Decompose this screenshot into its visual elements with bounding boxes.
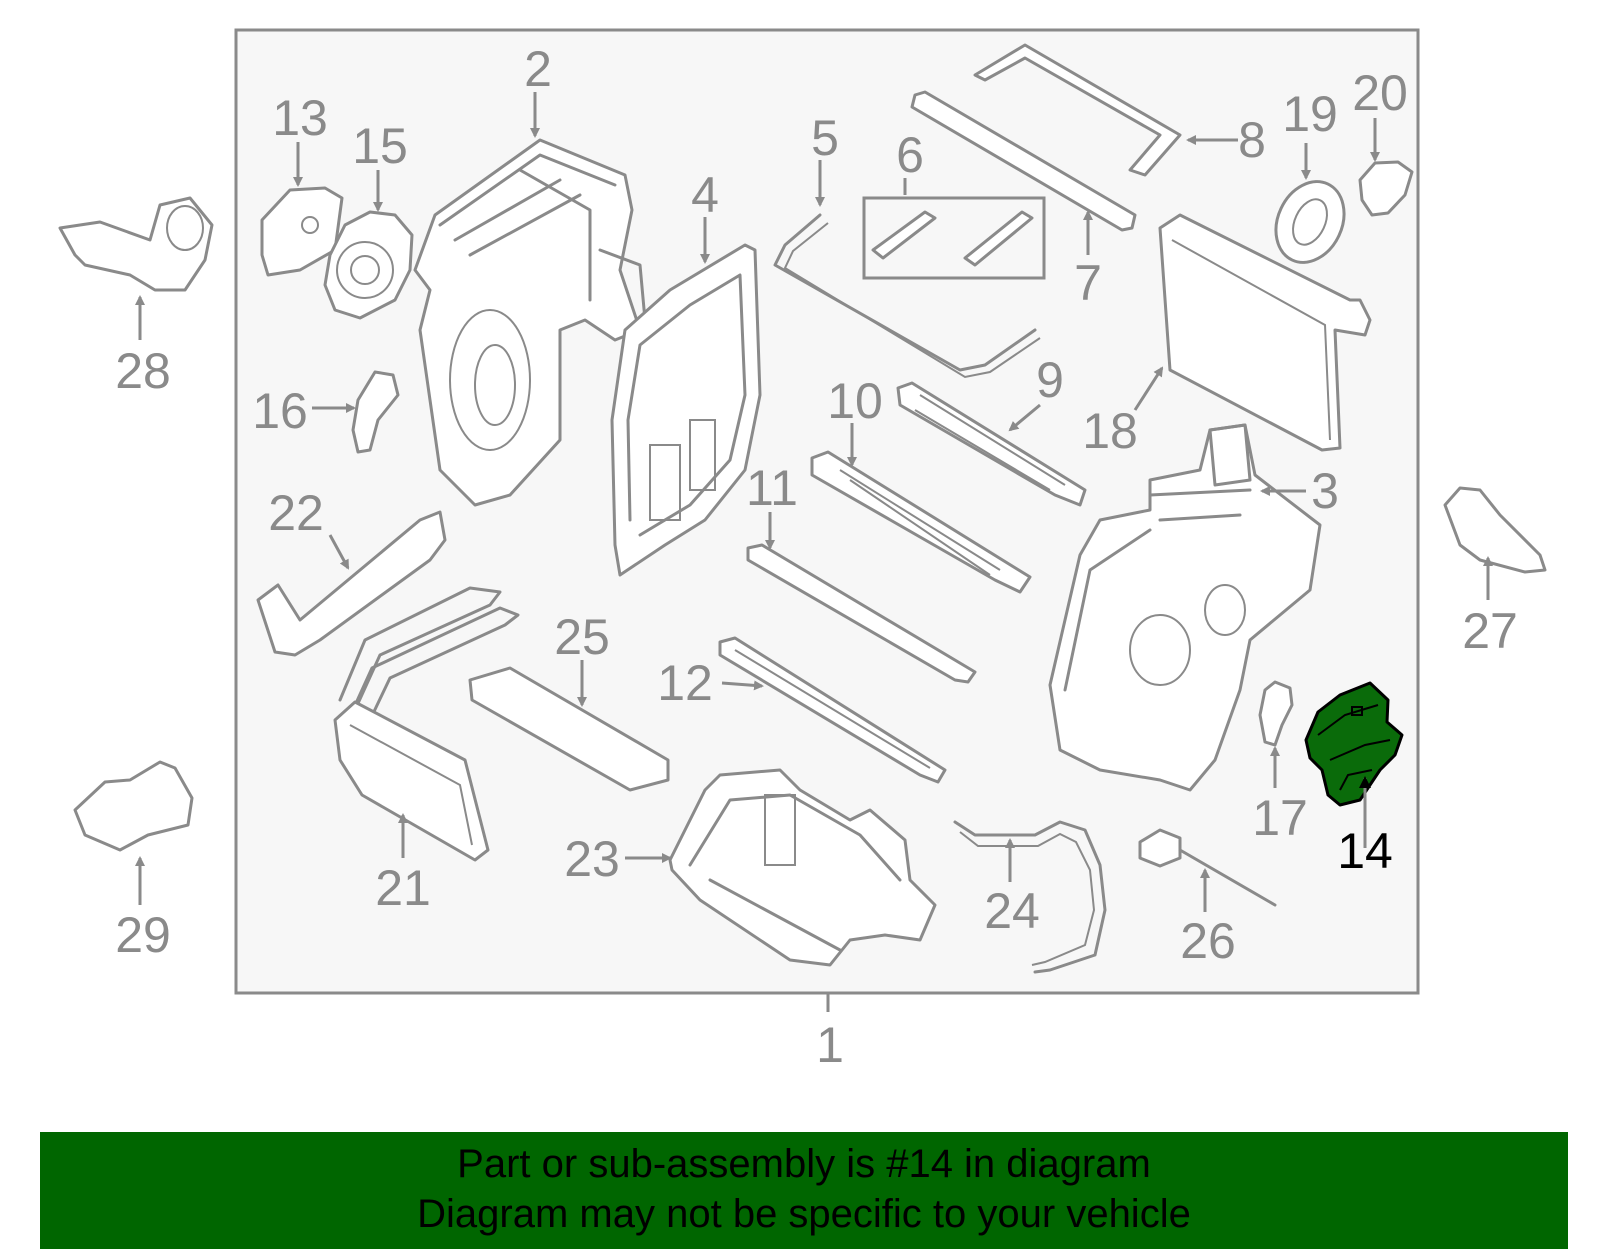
part-3-main-case[interactable]: [1048, 423, 1322, 792]
part-26-sensor[interactable]: [1138, 828, 1277, 907]
callout-19: 19: [1282, 86, 1338, 142]
part-17-gear[interactable]: [1258, 680, 1294, 747]
part-22-duct[interactable]: [256, 510, 447, 657]
callout-29: 29: [115, 907, 171, 963]
callout-7: 7: [1074, 255, 1102, 311]
callout-12: 12: [657, 655, 713, 711]
part-23-lower-case[interactable]: [668, 768, 937, 967]
part-2-blower-housing[interactable]: [413, 138, 647, 507]
callout-18: 18: [1082, 403, 1138, 459]
callout-6: 6: [896, 127, 924, 183]
callout-21: 21: [375, 860, 431, 916]
part-20-grommet[interactable]: [1358, 160, 1414, 217]
callout-10: 10: [827, 373, 883, 429]
callout-2: 2: [524, 41, 552, 97]
callout-22: 22: [268, 485, 324, 541]
part-24-drain-hose[interactable]: [953, 820, 1107, 974]
part-9-door[interactable]: [896, 381, 1087, 507]
part-11-strip[interactable]: [746, 543, 977, 684]
part-6-pads[interactable]: [862, 196, 1046, 280]
callout-3: 3: [1311, 463, 1339, 519]
part-29-duct[interactable]: [73, 760, 194, 852]
callout-11: 11: [746, 460, 798, 516]
callout-24: 24: [984, 883, 1040, 939]
banner-line-disclaimer: Diagram may not be specific to your vehi…: [417, 1192, 1191, 1236]
callout-26: 26: [1180, 913, 1236, 969]
part-21-heater-core[interactable]: [333, 586, 520, 862]
callout-9: 9: [1036, 352, 1064, 408]
part-27-duct[interactable]: [1443, 486, 1547, 574]
callout-27: 27: [1462, 603, 1518, 659]
callout-4: 4: [691, 167, 719, 223]
callout-5: 5: [811, 110, 839, 166]
part-4-case-half[interactable]: [610, 243, 762, 577]
callout-17: 17: [1252, 790, 1308, 846]
callout-28: 28: [115, 343, 171, 399]
part-14-actuator[interactable]: [1304, 681, 1404, 807]
callout-14: 14: [1337, 823, 1393, 879]
info-banner: Part or sub-assembly is #14 in diagram D…: [40, 1132, 1568, 1249]
callout-23: 23: [564, 831, 620, 887]
callout-8: 8: [1238, 112, 1266, 168]
part-15-blower-motor[interactable]: [323, 210, 414, 320]
callout-25: 25: [554, 609, 610, 665]
part-8-frame-seal[interactable]: [973, 43, 1182, 177]
part-7-strip[interactable]: [910, 90, 1137, 232]
banner-line-part: Part or sub-assembly is #14 in diagram: [457, 1142, 1151, 1186]
part-18-evaporator[interactable]: [1158, 213, 1372, 452]
callout-13: 13: [272, 90, 328, 146]
callout-16: 16: [252, 383, 308, 439]
callout-1: 1: [816, 1017, 844, 1073]
part-19-grommet[interactable]: [1263, 170, 1357, 273]
callout-20: 20: [1352, 65, 1408, 121]
callout-15: 15: [352, 118, 408, 174]
part-25-cover[interactable]: [468, 666, 670, 792]
leader-lines: [135, 92, 1493, 912]
part-16-bracket[interactable]: [351, 370, 400, 454]
callout-labels: 1 2 3 4 5 6 7 8 9 10 11 12 13 14 15 16 1…: [115, 41, 1518, 1073]
part-28-duct[interactable]: [58, 196, 214, 292]
